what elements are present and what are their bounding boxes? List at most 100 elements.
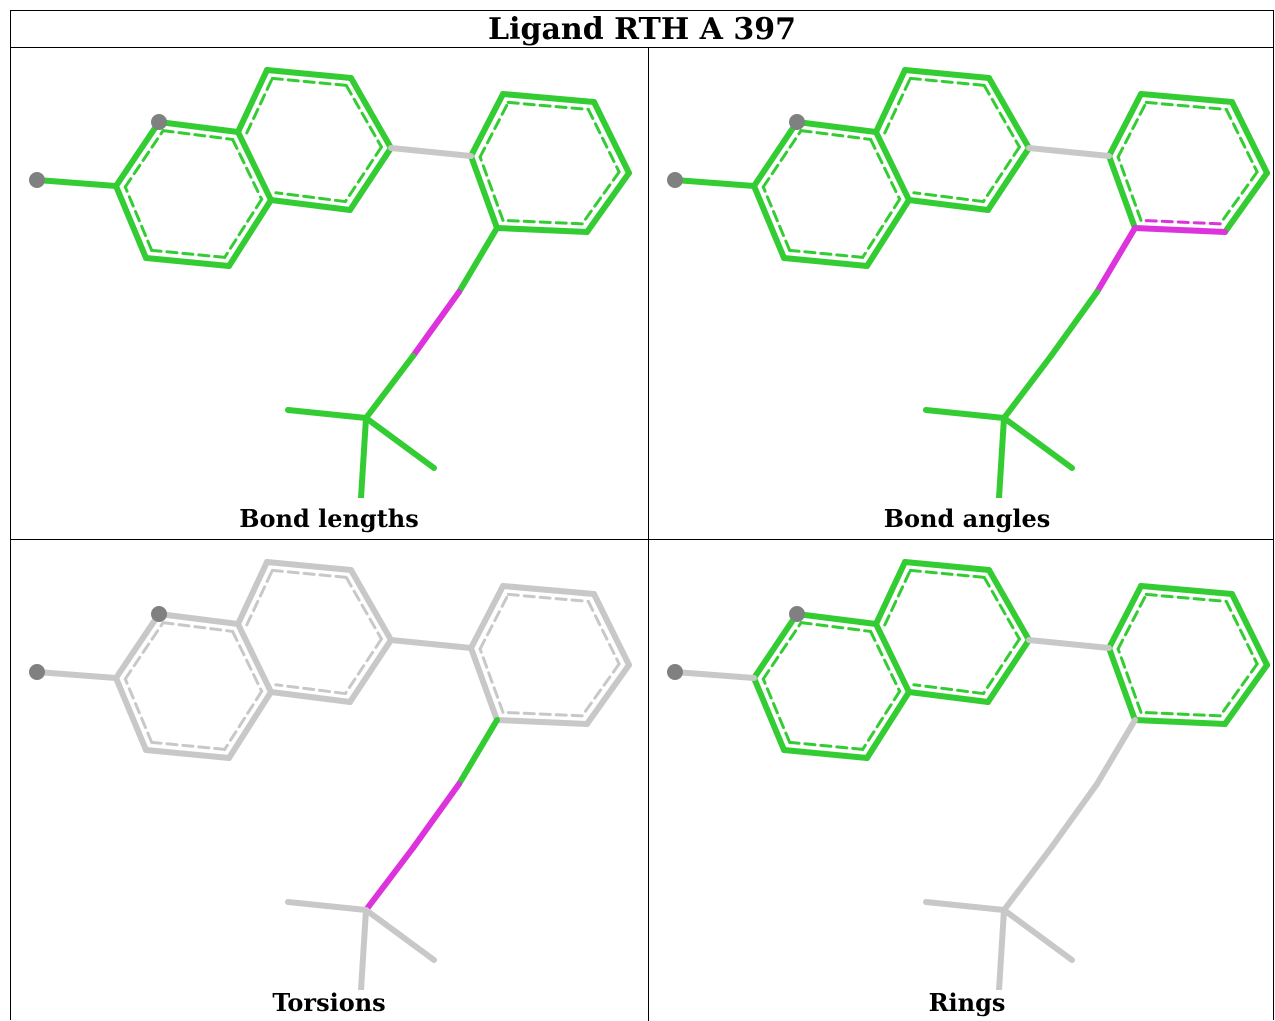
molecule-bond-angles: [667, 67, 1270, 498]
aromatic-dash: [501, 710, 584, 718]
aromatic-dash: [761, 129, 803, 189]
aromatic-dash: [580, 170, 621, 226]
aromatic-dash: [908, 568, 986, 579]
bond: [268, 197, 353, 213]
bond: [873, 559, 908, 627]
aromatic-dash: [908, 76, 986, 87]
aromatic-dash: [223, 689, 264, 751]
panel-caption: Torsions: [272, 988, 386, 1017]
aromatic-dash: [506, 100, 590, 111]
bond: [285, 407, 369, 421]
aromatic-dash: [270, 568, 348, 579]
figure-title: Ligand RTH A 397: [11, 11, 1273, 48]
aromatic-dash: [478, 592, 510, 651]
aromatic-dash: [799, 129, 873, 141]
bond: [794, 611, 879, 627]
bond: [1229, 591, 1270, 668]
aromatic-dash: [150, 248, 227, 259]
panel-caption: Rings: [928, 988, 1006, 1017]
aromatic-dash: [982, 575, 1021, 641]
aromatic-dash: [231, 137, 264, 201]
aromatic-dash: [1139, 710, 1222, 718]
bond: [34, 669, 119, 681]
aromatic-dash: [506, 592, 590, 603]
bond: [1048, 781, 1100, 851]
aromatic-dash: [788, 248, 865, 259]
bond: [1001, 353, 1054, 421]
atom-sphere: [789, 606, 805, 622]
bond: [985, 637, 1032, 705]
bond: [751, 675, 787, 753]
aromatic-dash: [788, 740, 865, 751]
aromatic-dash: [981, 637, 1021, 696]
aromatic-dash: [270, 76, 348, 87]
bond: [348, 75, 394, 151]
aromatic-dash: [1116, 155, 1143, 222]
aromatic-dash: [478, 100, 510, 159]
bond: [1132, 225, 1228, 235]
aromatic-dash: [1116, 592, 1148, 651]
bond: [996, 907, 1007, 990]
bond: [873, 129, 912, 203]
bond: [1229, 99, 1270, 176]
aromatic-dash: [274, 683, 347, 696]
aromatic-dash: [1144, 100, 1228, 111]
panel-caption: Bond angles: [883, 504, 1051, 533]
bond: [358, 907, 369, 990]
bond: [468, 583, 506, 651]
bond: [584, 662, 632, 727]
aromatic-dash: [981, 145, 1021, 204]
aromatic-dash: [123, 621, 165, 681]
bond: [906, 689, 991, 705]
bond: [1094, 717, 1138, 787]
aromatic-dash: [231, 629, 264, 693]
bond: [235, 621, 274, 695]
bond: [1094, 225, 1138, 295]
vertical-divider: [648, 48, 649, 1021]
bond: [1222, 170, 1270, 235]
bond: [1132, 717, 1228, 727]
bond: [996, 415, 1007, 498]
bond: [986, 75, 1032, 151]
bond: [985, 145, 1032, 213]
bond: [751, 183, 787, 261]
aromatic-dash: [861, 197, 902, 259]
bond: [672, 177, 757, 189]
aromatic-dash: [1224, 107, 1259, 174]
aromatic-dash: [478, 155, 505, 222]
bond: [751, 611, 800, 681]
bond: [751, 119, 800, 189]
bond: [468, 91, 506, 159]
aromatic-dash: [344, 83, 383, 149]
bond: [358, 415, 369, 498]
bond: [113, 183, 149, 261]
bond: [1106, 91, 1144, 159]
bond: [143, 255, 232, 269]
bond: [591, 591, 632, 668]
bond: [410, 289, 462, 359]
bond: [902, 67, 992, 81]
bond: [363, 353, 416, 421]
panel-bond-angles: Bond angles: [649, 48, 1275, 538]
aromatic-dash: [586, 107, 621, 174]
bond: [1106, 583, 1144, 651]
aromatic-dash: [1116, 647, 1143, 714]
bond: [347, 637, 394, 705]
molecule-torsions: [29, 559, 632, 990]
bond: [864, 197, 912, 269]
bond: [494, 225, 590, 235]
bond: [781, 747, 870, 761]
atom-sphere: [151, 114, 167, 130]
bond: [591, 99, 632, 176]
bond: [1048, 289, 1100, 359]
aromatic-dash: [123, 129, 165, 189]
panel-rings: Rings: [649, 540, 1275, 1021]
aromatic-dash: [982, 83, 1021, 149]
bond: [906, 197, 991, 213]
bond: [456, 225, 500, 295]
figure-frame: Ligand RTH A 397 Bond lengths Bond angle…: [10, 10, 1275, 1021]
bond: [235, 559, 270, 627]
bond: [986, 567, 1032, 643]
panel-caption: Bond lengths: [239, 504, 419, 533]
aromatic-dash: [344, 575, 383, 641]
